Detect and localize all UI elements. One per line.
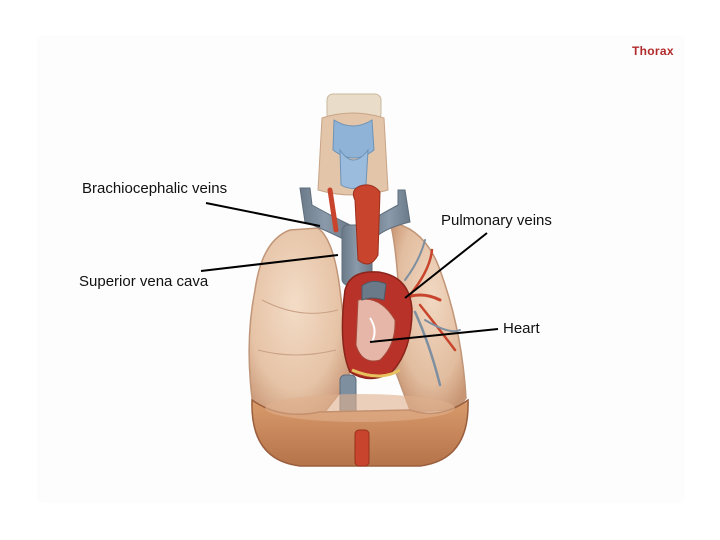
label-heart: Heart bbox=[503, 320, 540, 337]
diaphragm bbox=[251, 394, 469, 467]
larynx-trachea bbox=[317, 93, 389, 196]
label-pulmonary-veins: Pulmonary veins bbox=[441, 212, 552, 229]
label-superior-vena-cava: Superior vena cava bbox=[79, 273, 209, 290]
brand-logo: Thorax bbox=[632, 44, 674, 58]
label-brachiocephalic-veins: Brachiocephalic veins bbox=[82, 180, 228, 197]
left-lung bbox=[248, 227, 351, 419]
aorta bbox=[327, 184, 381, 265]
